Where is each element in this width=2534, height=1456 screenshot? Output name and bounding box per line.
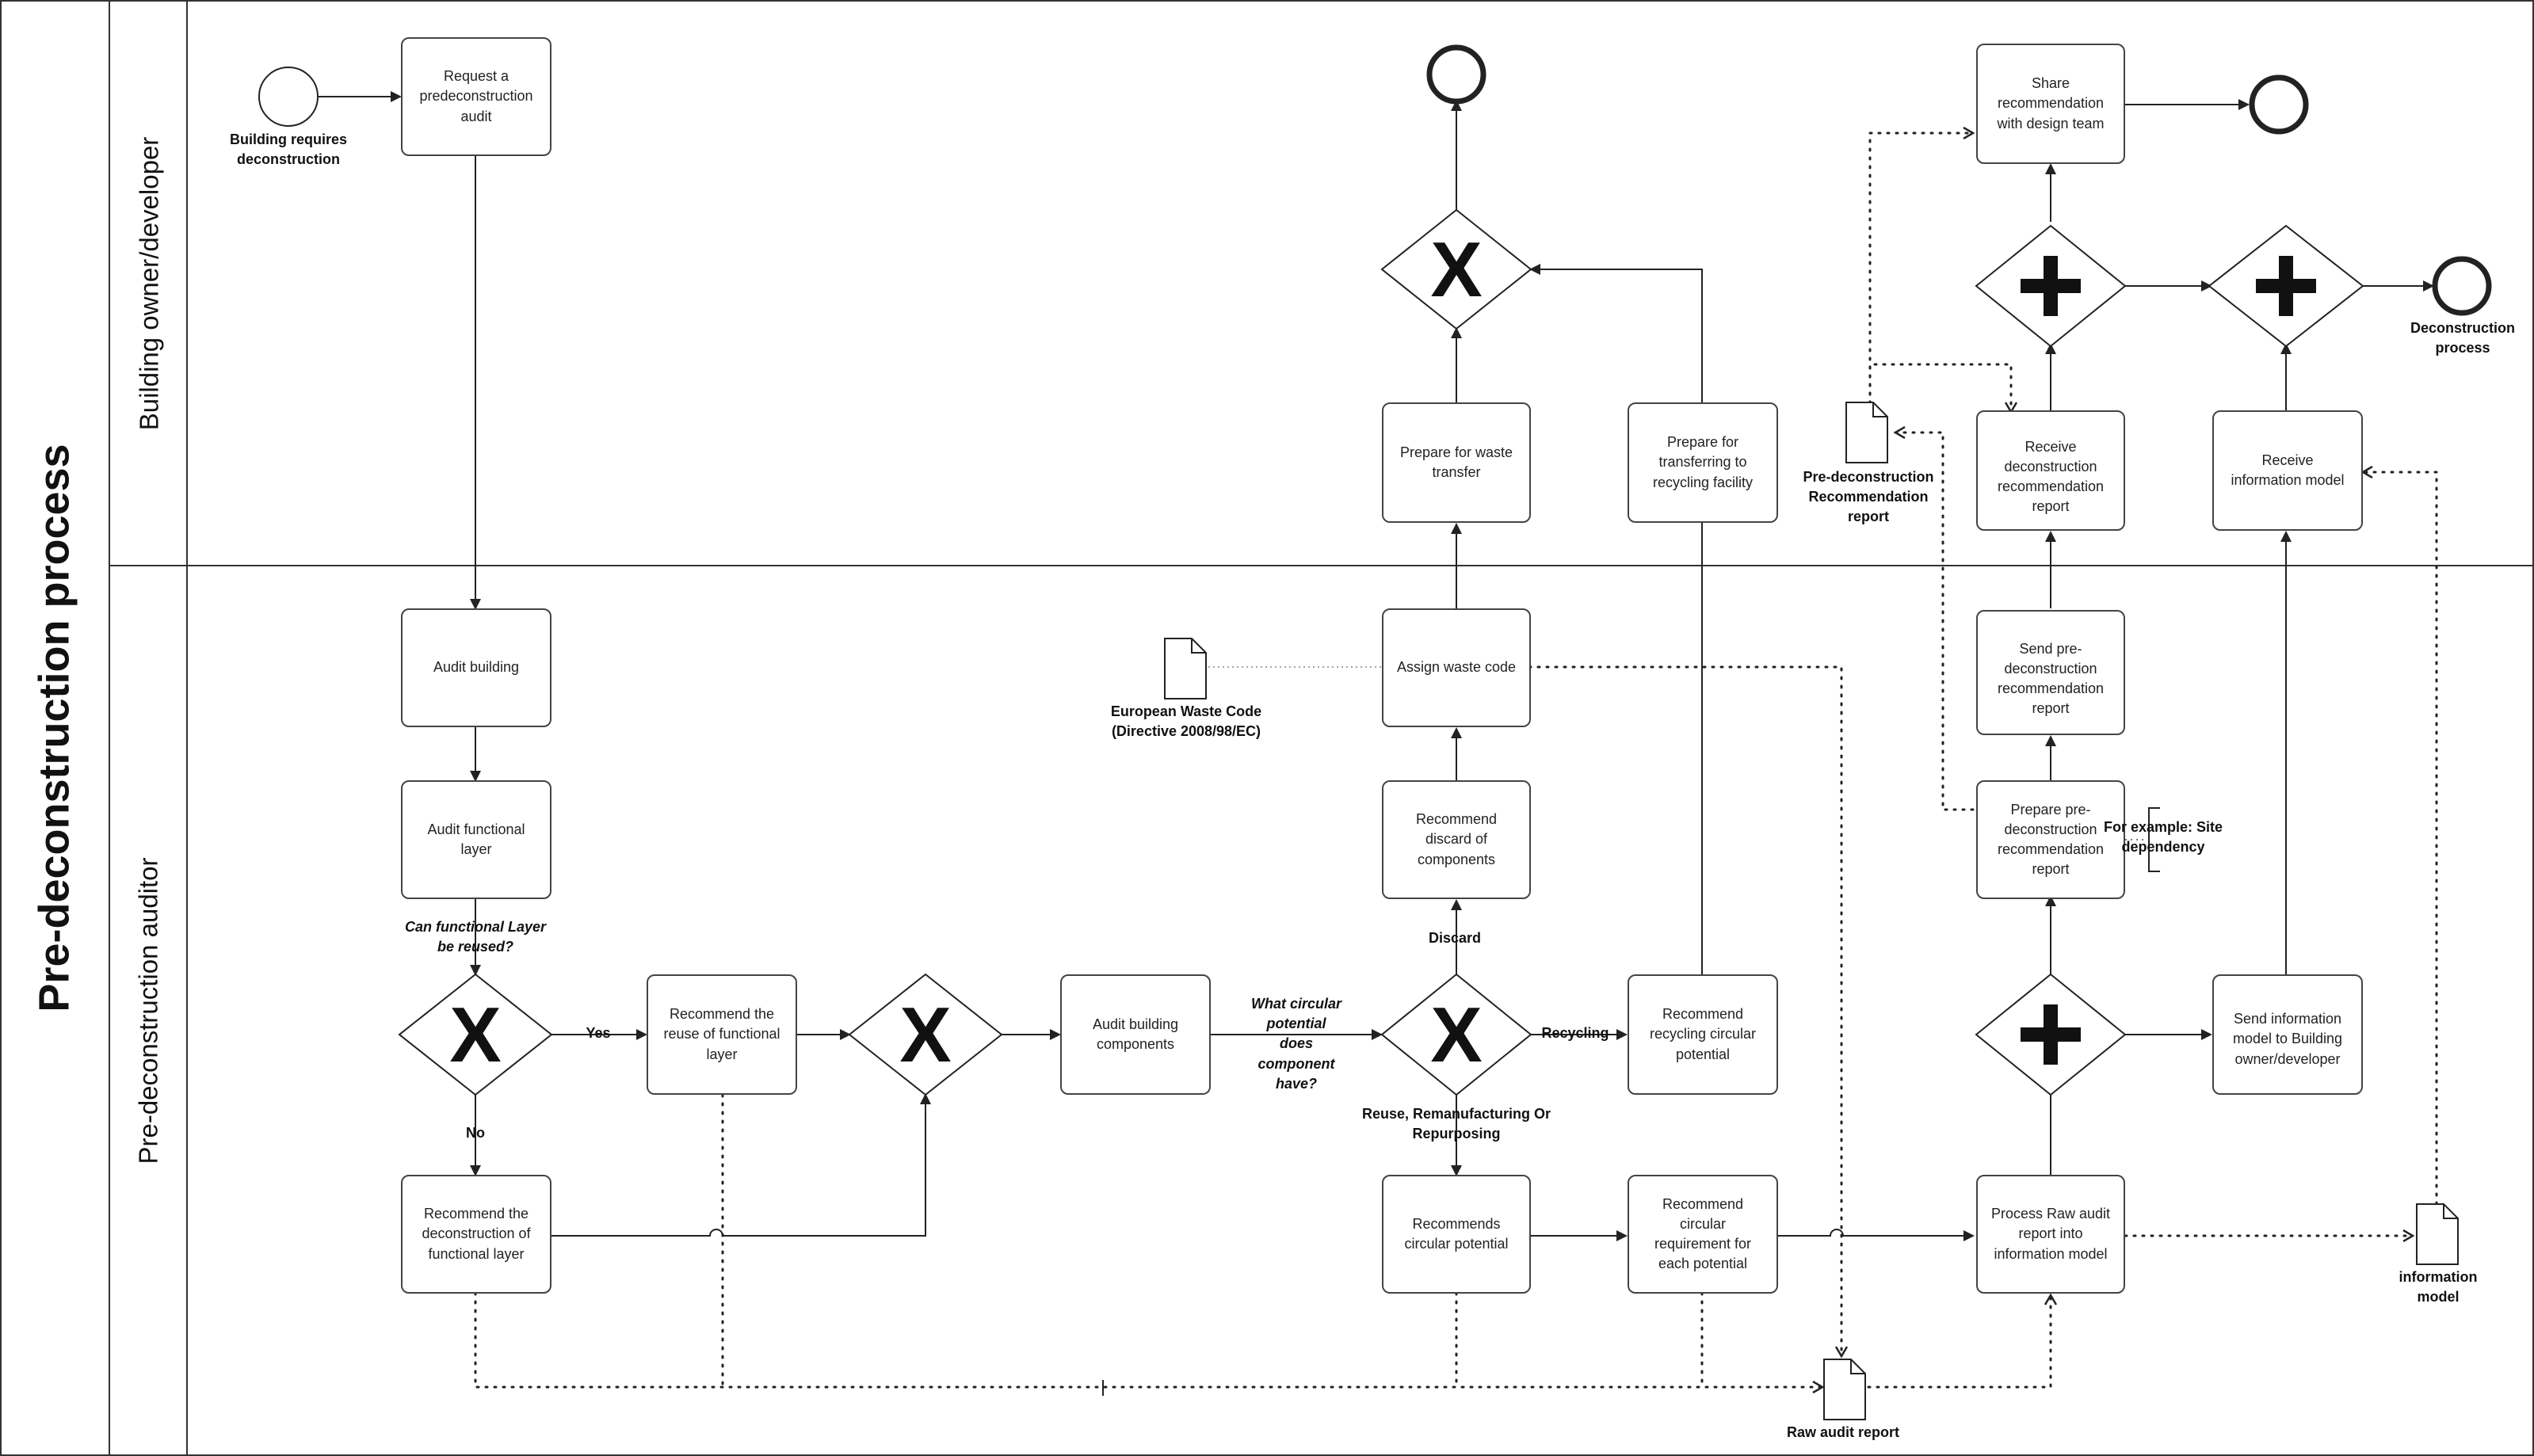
question-circular-potential: What circular potential does component h…	[1250, 996, 1342, 1092]
task-recommend-discard[interactable]: Recommend discard of components	[1382, 780, 1531, 899]
task-assign-waste-code[interactable]: Assign waste code	[1382, 608, 1531, 727]
label-information-model: information model	[2399, 1269, 2478, 1305]
start-event	[258, 67, 319, 127]
gateway-merge-layer	[848, 973, 1003, 1096]
task-prepare-transfer-recycling[interactable]: Prepare for transferring to recycling fa…	[1628, 402, 1778, 523]
task-send-recommendation[interactable]: Send pre-deconstruction recommendation r…	[1976, 610, 2125, 735]
gateway-circular-potential	[1380, 973, 1532, 1096]
document-icon	[2416, 1203, 2459, 1265]
gateway-marker-x: X	[1430, 991, 1482, 1078]
data-associations	[474, 133, 2438, 1387]
annotation-site-dependency: For example: Site dependency	[2103, 819, 2223, 856]
task-share-recommendation[interactable]: Share recommendation with design team	[1976, 44, 2125, 164]
label-european-waste-code: European Waste Code (Directive 2008/98/E…	[1110, 703, 1262, 740]
label-reuse-options: Reuse, Remanufacturing Or Repurposing	[1361, 1106, 1551, 1142]
gateway-functional-reuse	[398, 973, 553, 1096]
label-yes: Yes	[586, 1025, 611, 1041]
task-recommends-circular[interactable]: Recommends circular potential	[1382, 1175, 1531, 1294]
gateway-marker-x: X	[1430, 226, 1482, 313]
gateway-markers: X X X X	[449, 226, 1482, 1078]
task-recommend-deconstruction-layer[interactable]: Recommend the deconstruction of function…	[401, 1175, 551, 1294]
question-functional-layer: Can functional Layer be reused?	[404, 919, 547, 955]
end-event-label: Deconstruction process	[2410, 320, 2515, 356]
gateway-marker-x: X	[449, 991, 501, 1078]
document-icon	[1823, 1359, 1866, 1420]
end-event-waste	[1426, 44, 1486, 105]
data-objects	[1164, 402, 2459, 1420]
gateway-waste-merge	[1380, 208, 1532, 330]
task-process-raw-report[interactable]: Process Raw audit report into informatio…	[1976, 1175, 2125, 1294]
pool-title: Pre-deconstruction process	[0, 0, 109, 1456]
task-recommend-requirement[interactable]: Recommend circular requirement for each …	[1628, 1175, 1778, 1294]
task-request-audit[interactable]: Request a predeconstruction audit	[401, 37, 551, 156]
plus-icon	[2021, 279, 2081, 293]
document-icon	[1164, 638, 1207, 699]
lane-auditor-title: Pre-deconstruction auditor	[134, 857, 164, 1164]
label-discard: Discard	[1428, 930, 1482, 946]
label-recycling: Recycling	[1541, 1025, 1609, 1041]
annotation-link	[2125, 807, 2160, 872]
task-prepare-waste-transfer[interactable]: Prepare for waste transfer	[1382, 402, 1531, 523]
lane-auditor: Pre-deconstruction auditor	[111, 567, 187, 1454]
task-prepare-recommendation[interactable]: Prepare pre-deconstruction recommendatio…	[1976, 780, 2125, 899]
label-recommendation-report-doc: Pre-deconstruction Recommendation report	[1803, 469, 1934, 525]
label-raw-audit-report: Raw audit report	[1786, 1424, 1900, 1440]
events	[258, 44, 2492, 316]
sequence-flows	[319, 91, 2434, 1241]
pool-title-text: Pre-deconstruction process	[31, 444, 78, 1012]
task-recommend-reuse-layer[interactable]: Recommend the reuse of functional layer	[647, 974, 797, 1095]
plus-icon	[2256, 279, 2316, 293]
label-no: No	[466, 1125, 485, 1141]
parallel-markers	[2021, 256, 2316, 1065]
document-icon	[1845, 402, 1888, 463]
task-audit-functional-layer[interactable]: Audit functional layer	[401, 780, 551, 899]
task-audit-building[interactable]: Audit building	[401, 608, 551, 727]
end-event-deconstruction	[2432, 256, 2492, 316]
task-receive-model[interactable]: Receive information model	[2212, 410, 2363, 531]
task-receive-report[interactable]: Receive deconstruction recommendation re…	[1976, 410, 2125, 531]
end-event-share	[2249, 74, 2309, 135]
task-recommend-recycling[interactable]: Recommend recycling circular potential	[1628, 974, 1778, 1095]
start-event-label: Building requires deconstruction	[229, 131, 348, 168]
lane-owner: Building owner/developer	[111, 2, 187, 566]
plus-icon	[2021, 1027, 2081, 1042]
gateway-marker-x: X	[899, 991, 951, 1078]
lane-owner-title: Building owner/developer	[134, 136, 164, 431]
gateways	[398, 208, 2364, 1096]
task-audit-components[interactable]: Audit building components	[1060, 974, 1211, 1095]
task-send-model[interactable]: Send information model to Building owner…	[2212, 974, 2363, 1095]
